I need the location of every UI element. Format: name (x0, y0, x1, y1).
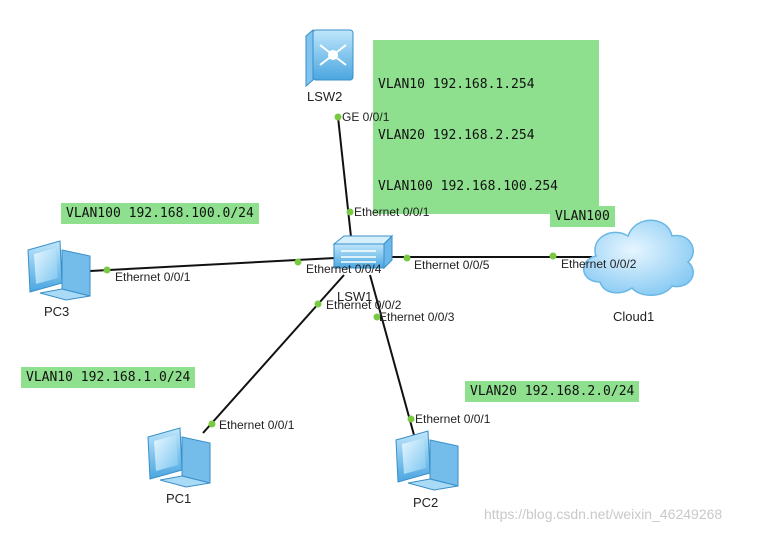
pc2-device-icon[interactable] (395, 430, 459, 491)
lsw2-vlanif-line-2: VLAN20 192.168.2.254 (378, 128, 535, 143)
cloud-network-note: VLAN100 (550, 206, 615, 227)
lsw2-vlanif-line-1: VLAN10 192.168.1.254 (378, 77, 535, 92)
pc2-network-note: VLAN20 192.168.2.0/24 (465, 381, 640, 402)
pc1-label: PC1 (166, 491, 192, 506)
cloud-port-label: Ethernet 0/0/2 (561, 257, 637, 271)
port-dot (103, 266, 111, 274)
link-lsw1-pc2 (369, 274, 415, 436)
pc2-label: PC2 (413, 495, 439, 510)
lsw2-vlanif-note: VLAN10 192.168.1.254 VLAN20 192.168.2.25… (373, 40, 599, 214)
port-dot (549, 252, 557, 260)
port-dot (373, 313, 381, 321)
lsw1-label: LSW1 (337, 289, 373, 304)
pc1-device-icon[interactable] (147, 427, 211, 488)
pc1-port-label: Ethernet 0/0/1 (219, 418, 295, 432)
port-dots (103, 113, 557, 428)
watermark: https://blog.csdn.net/weixin_46249268 (484, 506, 723, 522)
port-dot (208, 420, 216, 428)
lsw2-label: LSW2 (307, 89, 343, 104)
link-pc3-lsw1 (89, 257, 336, 272)
pc3-network-note: VLAN100 192.168.100.0/24 (61, 203, 259, 224)
port-dot (403, 254, 411, 262)
port-dot (294, 258, 302, 266)
port-dot (346, 208, 354, 216)
link-lsw1-pc1 (202, 274, 345, 434)
lsw1-device-icon[interactable] (332, 234, 394, 270)
pc3-port-label: Ethernet 0/0/1 (115, 270, 191, 284)
lsw1-port4-label: Ethernet 0/0/4 (306, 262, 382, 276)
cloud1-device-icon[interactable] (583, 219, 694, 296)
pc2-port-label: Ethernet 0/0/1 (415, 412, 491, 426)
lsw1-port2-label: Ethernet 0/0/2 (326, 298, 402, 312)
port-dot (334, 113, 342, 121)
port-dot (314, 300, 322, 308)
link-lsw2-lsw1 (337, 116, 352, 238)
lsw2-vlanif-line-3: VLAN100 192.168.100.254 (378, 179, 559, 194)
cloud1-label: Cloud1 (613, 309, 655, 324)
lsw2-port-label: GE 0/0/1 (342, 110, 390, 124)
lsw2-device-icon[interactable] (305, 28, 354, 88)
lsw1-port3-label: Ethernet 0/0/3 (379, 310, 455, 324)
pc3-device-icon[interactable] (27, 240, 91, 301)
port-dot (407, 415, 415, 423)
pc3-label: PC3 (44, 304, 70, 319)
lsw1-port1-label: Ethernet 0/0/1 (354, 205, 430, 219)
lsw1-port5-label: Ethernet 0/0/5 (414, 258, 490, 272)
pc1-network-note: VLAN10 192.168.1.0/24 (21, 367, 196, 388)
